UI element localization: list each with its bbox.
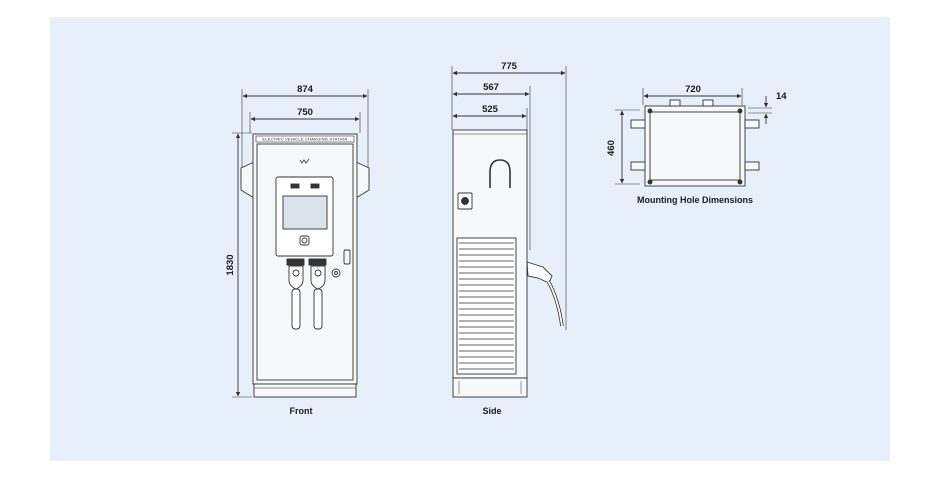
charging-gun-right bbox=[310, 265, 326, 290]
connector-holster-left bbox=[286, 258, 305, 266]
cable-left bbox=[291, 288, 301, 330]
mounting-height-label: 460 bbox=[606, 140, 617, 156]
side-view bbox=[451, 66, 567, 398]
front-caption: Front bbox=[290, 406, 313, 416]
side-depth-mid-label: 567 bbox=[483, 82, 499, 93]
brand-logo bbox=[299, 158, 310, 164]
front-top-banner bbox=[255, 135, 355, 143]
side-meter bbox=[343, 249, 351, 265]
mounting-base-plate bbox=[644, 105, 746, 187]
charging-gun-left bbox=[288, 265, 304, 290]
left-side-bracket bbox=[240, 161, 255, 199]
mounting-hole-bottom-right bbox=[737, 179, 743, 185]
mounting-caption: Mounting Hole Dimensions bbox=[637, 195, 753, 205]
front-view bbox=[232, 89, 370, 398]
card-reader-icon bbox=[301, 237, 308, 244]
mounting-hole-bottom-left bbox=[647, 179, 653, 185]
display-screen bbox=[282, 195, 328, 230]
side-depth-total-label: 775 bbox=[501, 61, 518, 72]
cable-hook bbox=[489, 159, 511, 188]
indicator-left bbox=[290, 183, 300, 189]
mounting-offset-label: 14 bbox=[776, 91, 787, 102]
emergency-stop-icon bbox=[331, 268, 341, 278]
mounting-hole-top-left bbox=[647, 108, 653, 114]
ventilation-grille bbox=[456, 237, 517, 375]
side-charging-cable bbox=[546, 280, 564, 327]
right-side-bracket bbox=[355, 161, 370, 199]
front-cabinet-body bbox=[252, 133, 358, 385]
mounting-hole-top-right bbox=[737, 108, 743, 114]
side-depth-body-label: 525 bbox=[482, 104, 499, 115]
side-charging-gun bbox=[526, 261, 553, 284]
side-base bbox=[452, 377, 528, 398]
cable-right bbox=[313, 288, 323, 330]
front-height-label: 1830 bbox=[225, 254, 236, 275]
front-width-outer-label: 874 bbox=[297, 84, 314, 95]
front-base bbox=[253, 383, 357, 398]
mounting-view bbox=[615, 88, 772, 187]
mounting-width-label: 720 bbox=[685, 84, 701, 95]
grille-slats bbox=[459, 242, 514, 370]
connector-holster-right bbox=[308, 258, 327, 266]
indicator-right bbox=[310, 183, 320, 189]
front-banner-text: ELECTRIC VEHICLE CHARGING STATION bbox=[262, 137, 347, 142]
front-width-inner-label: 750 bbox=[297, 107, 313, 118]
side-caption: Side bbox=[482, 406, 501, 416]
